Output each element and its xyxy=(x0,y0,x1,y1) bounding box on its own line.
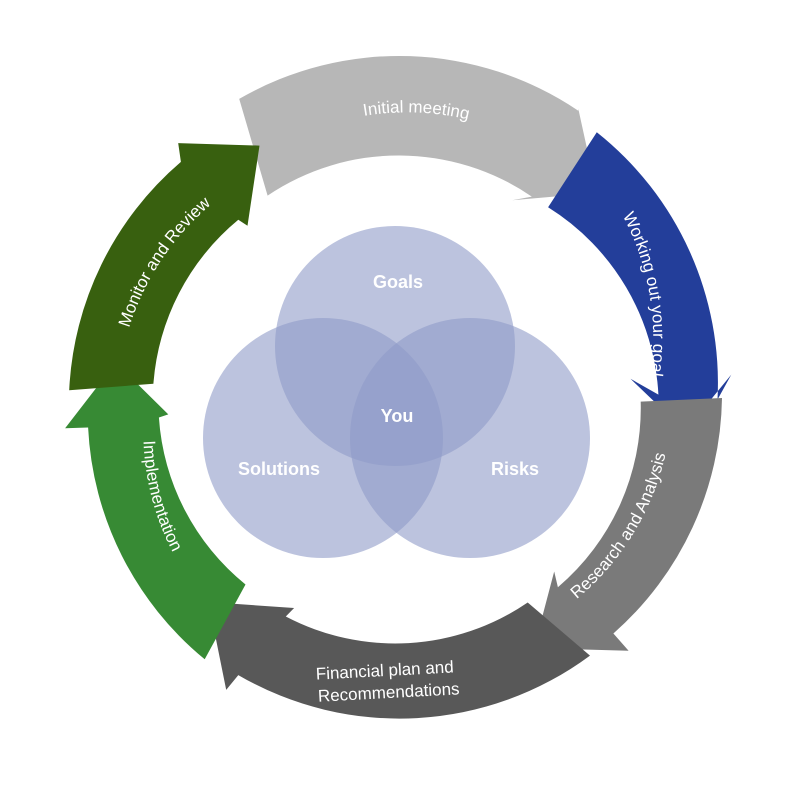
cycle-ring xyxy=(65,55,732,719)
arrow-research-analysis xyxy=(534,398,722,651)
arrow-implementation xyxy=(65,362,246,660)
venn-diagram: Goals Solutions Risks You xyxy=(203,226,590,558)
venn-label-solutions: Solutions xyxy=(238,459,320,479)
arrow-working-out-goals xyxy=(548,132,732,432)
venn-label-risks: Risks xyxy=(491,459,539,479)
venn-circle-risks xyxy=(350,318,590,558)
arrow-financial-plan xyxy=(208,602,590,719)
arrow-monitor-review xyxy=(69,143,260,391)
venn-label-you: You xyxy=(381,406,414,426)
venn-label-goals: Goals xyxy=(373,272,423,292)
arrow-initial-meeting xyxy=(239,55,597,201)
